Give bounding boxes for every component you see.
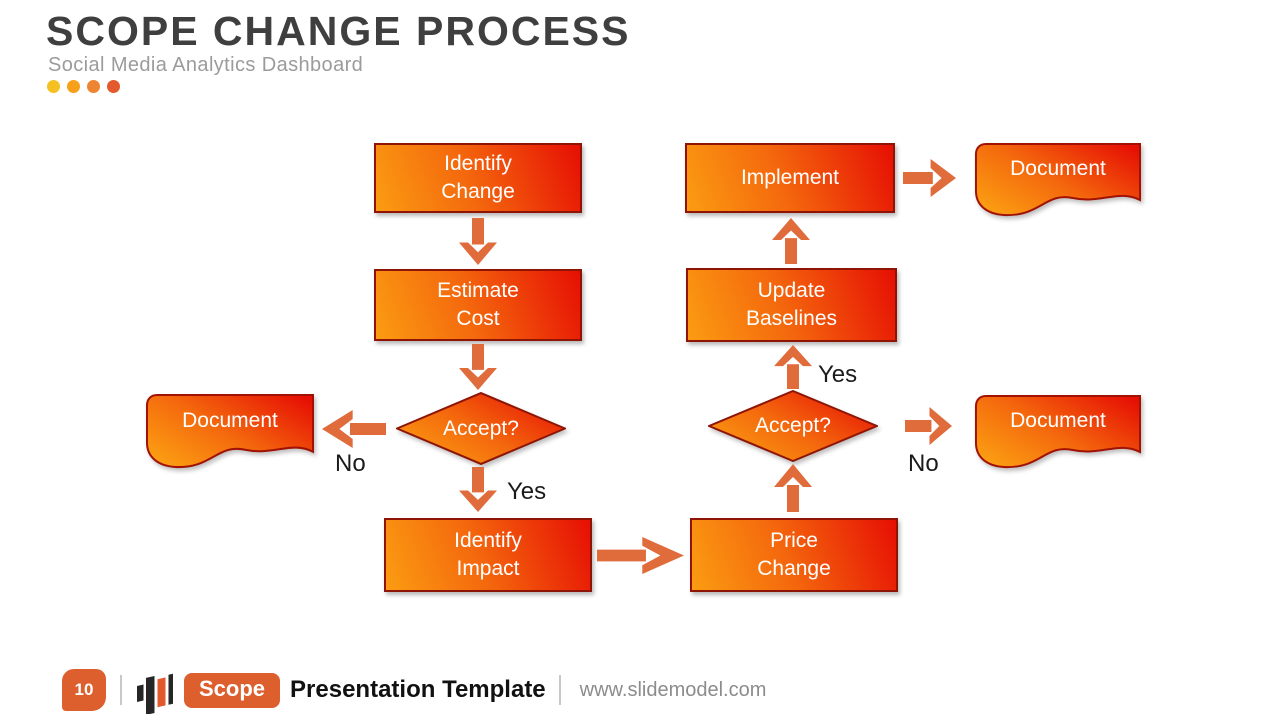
branch-label-no-left: No (335, 450, 366, 477)
document-shape-icon (974, 143, 1142, 217)
decision-label: Accept? (443, 416, 519, 440)
decision-label: Accept? (755, 414, 831, 437)
accent-dot-icon (67, 80, 80, 93)
node-label: Identify (444, 152, 512, 176)
arrow-down-icon (459, 467, 497, 512)
arrow-right-icon (903, 159, 956, 197)
node-label: Update (757, 279, 826, 303)
node-label: Cost (456, 307, 500, 330)
branch-label-yes-left: Yes (507, 478, 547, 505)
arrow-up-icon (772, 218, 810, 264)
footer: 10 Scope Presentation Template www.slide… (62, 667, 767, 714)
node-label: Change (441, 180, 515, 203)
flow-decision-accept-left: Accept? (396, 392, 566, 465)
node-label: Impact (456, 557, 520, 580)
accent-dot-icon (107, 80, 120, 93)
slidemodel-logo-icon (137, 673, 173, 714)
accent-dot-icon (47, 80, 60, 93)
flow-node-estimate-cost: Estimate Cost (374, 269, 582, 341)
flow-node-update-baselines: Update Baselines (686, 268, 897, 342)
footer-divider (558, 675, 561, 705)
template-label: Presentation Template (290, 676, 546, 703)
flow-node-identify-impact: Identify Impact (384, 518, 592, 592)
arrow-down-icon (459, 344, 497, 390)
node-label: Implement (740, 166, 840, 190)
node-label: Price (770, 529, 818, 553)
accent-dot-icon (87, 80, 100, 93)
arrow-up-icon (774, 345, 812, 389)
page-title: SCOPE CHANGE PROCESS (46, 8, 631, 54)
node-label: Identify (454, 529, 522, 553)
flow-doc-left: Document (145, 393, 315, 470)
flow-node-identify-change: Identify Change (374, 143, 582, 213)
diamond-shape-icon (396, 392, 566, 465)
branch-label-yes-right: Yes (818, 361, 858, 388)
document-shape-icon (146, 394, 314, 468)
page-subtitle: Social Media Analytics Dashboard (48, 54, 364, 76)
flow-node-price-change: Price Change (690, 518, 898, 592)
flow-node-implement: Implement (685, 143, 895, 213)
arrow-right-icon (905, 407, 952, 445)
node-label: Estimate (437, 279, 519, 303)
document-shape-icon (974, 395, 1142, 469)
arrow-up-icon (774, 464, 812, 512)
flow-decision-accept-right: Accept? (708, 390, 878, 462)
flow-doc-right: Document (974, 394, 1142, 470)
website-url: www.slidemodel.com (579, 678, 767, 701)
arrow-right-icon (597, 537, 684, 574)
diamond-shape-icon (708, 390, 878, 462)
scope-badge: Scope (184, 672, 281, 708)
accent-dots (47, 80, 120, 93)
footer-divider (120, 675, 122, 705)
flow-doc-top-right: Document (974, 142, 1142, 218)
arrow-left-icon (322, 410, 386, 448)
document-label: Document (1010, 409, 1106, 433)
document-label: Document (182, 408, 278, 432)
page-number-badge: 10 (62, 669, 106, 711)
branch-label-no-right: No (908, 450, 939, 477)
node-label: Baselines (745, 307, 838, 330)
arrow-down-icon (459, 218, 497, 265)
document-label: Document (1010, 157, 1106, 181)
node-label: Change (757, 557, 831, 580)
